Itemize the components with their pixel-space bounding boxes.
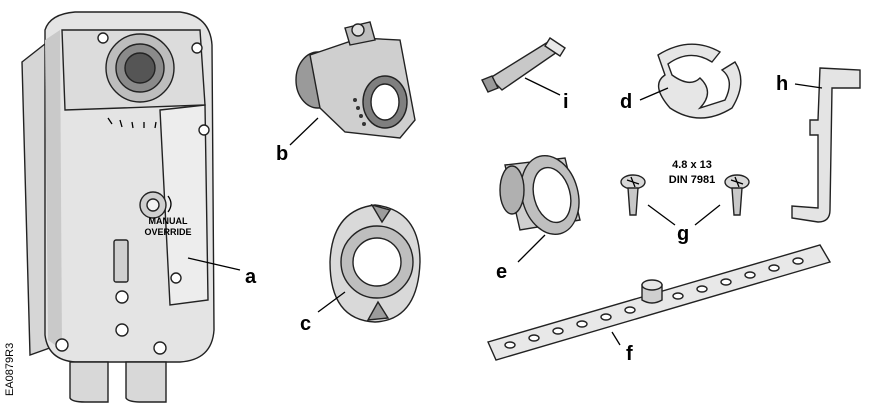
bushing-insert — [499, 154, 581, 236]
label-h: h — [776, 73, 788, 95]
screw-spec-standard: DIN 7981 — [669, 174, 715, 186]
shaft-clamp — [295, 21, 416, 139]
label-e: e — [496, 261, 507, 283]
position-indicator — [329, 203, 421, 323]
leader-line-i — [524, 77, 561, 96]
screws — [620, 174, 750, 216]
leader-line-b — [289, 117, 319, 146]
label-i: i — [563, 91, 569, 113]
label-b: b — [276, 143, 288, 165]
mounting-strip — [487, 244, 832, 361]
label-a: a — [245, 266, 257, 288]
label-f: f — [626, 343, 633, 365]
screw-spec-size: 4.8 x 13 — [672, 159, 712, 171]
leader-line-e — [517, 234, 546, 263]
leader-line-d — [639, 87, 669, 101]
retaining-clip — [657, 43, 742, 119]
leader-line-h — [794, 83, 823, 89]
manual-override-label-line2: OVERRIDE — [144, 227, 191, 237]
leader-line-f — [611, 331, 621, 346]
label-c: c — [300, 313, 311, 335]
crank-handle — [791, 67, 861, 223]
label-d: d — [620, 91, 632, 113]
leader-line-c — [317, 291, 346, 313]
actuator-body — [21, 11, 215, 403]
leader-lines-g — [647, 204, 721, 226]
label-g: g — [677, 223, 689, 245]
pin-part — [481, 37, 566, 93]
manual-override-label-line1: MANUAL — [149, 216, 188, 226]
figure-code: EA0879R3 — [4, 343, 16, 396]
leader-line-a — [187, 257, 241, 271]
